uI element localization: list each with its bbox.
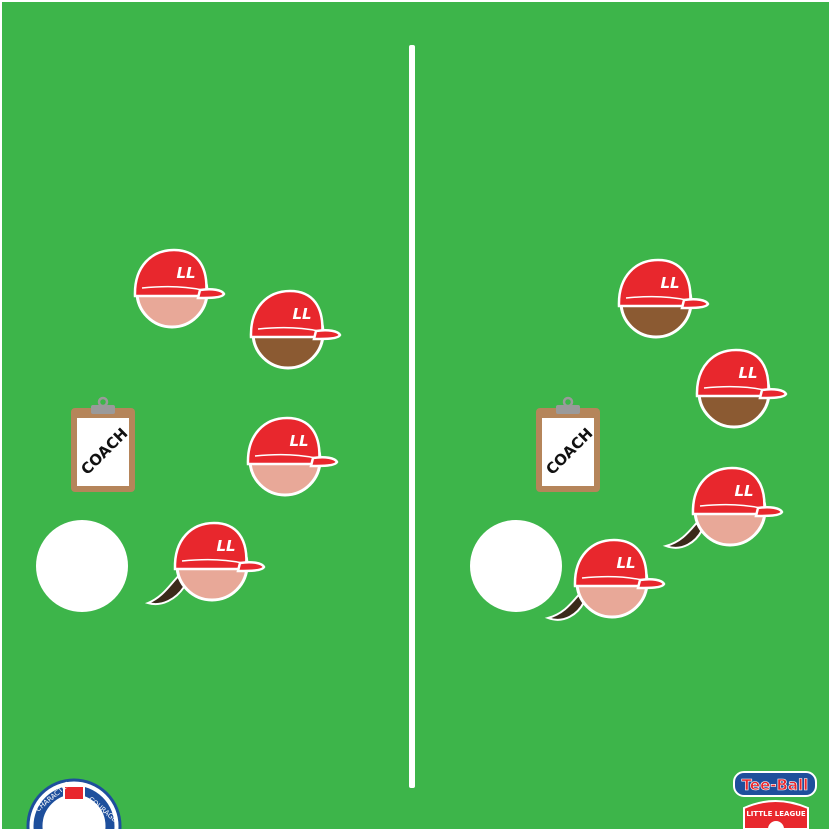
cap-logo: LL: [292, 305, 311, 323]
cap-logo: LL: [176, 264, 195, 282]
cap-logo: LL: [738, 364, 757, 382]
tee-ball-subtitle: LITTLE LEAGUE: [746, 810, 806, 818]
cap-logo: LL: [216, 537, 235, 555]
tee-ball-title: Tee-Ball: [742, 776, 809, 794]
coach-clipboard: COACH: [71, 398, 135, 492]
base: [470, 520, 562, 612]
coach-clipboard: COACH: [536, 398, 600, 492]
cap-logo: LL: [734, 482, 753, 500]
center-divider-line: [409, 45, 415, 788]
cap-logo: LL: [289, 432, 308, 450]
cap-logo: LL: [616, 554, 635, 572]
base: [36, 520, 128, 612]
cap-logo: LL: [660, 274, 679, 292]
